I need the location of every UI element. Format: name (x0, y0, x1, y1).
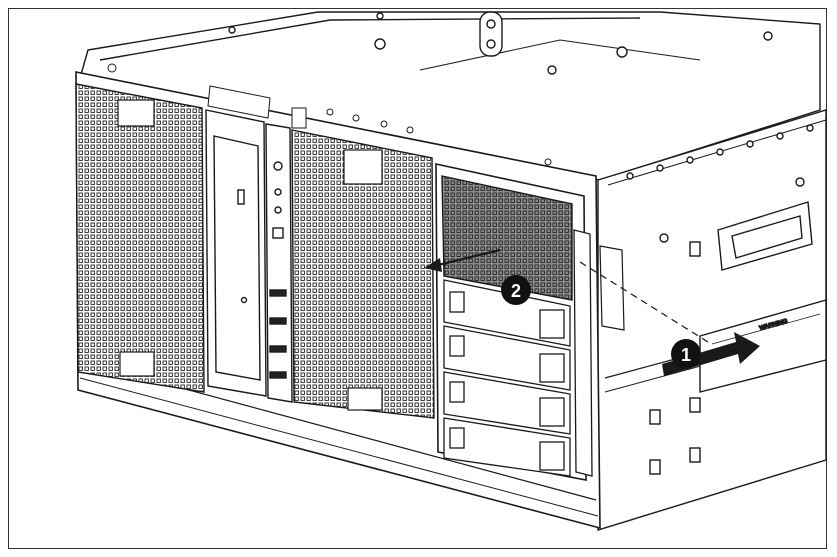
drive-cage-blank (441, 175, 573, 301)
alignment-dashed-line (579, 261, 709, 343)
bezel-top-details (107, 63, 552, 166)
callout-1-label: 1 (681, 345, 691, 365)
callout-2: 2 (501, 275, 531, 305)
left-mesh-panel (75, 83, 205, 393)
drive-bays (443, 279, 571, 477)
center-mesh-panel (291, 129, 435, 419)
callout-2-label: 2 (511, 281, 521, 301)
optical-drive (205, 109, 267, 397)
callout-1: 1 (671, 339, 701, 369)
chassis-side-panel: WARNING (597, 109, 827, 531)
control-panel-strip (265, 123, 293, 403)
chassis-top (79, 11, 821, 181)
arrow-left-icon (424, 248, 501, 272)
drive-cage (435, 163, 625, 481)
